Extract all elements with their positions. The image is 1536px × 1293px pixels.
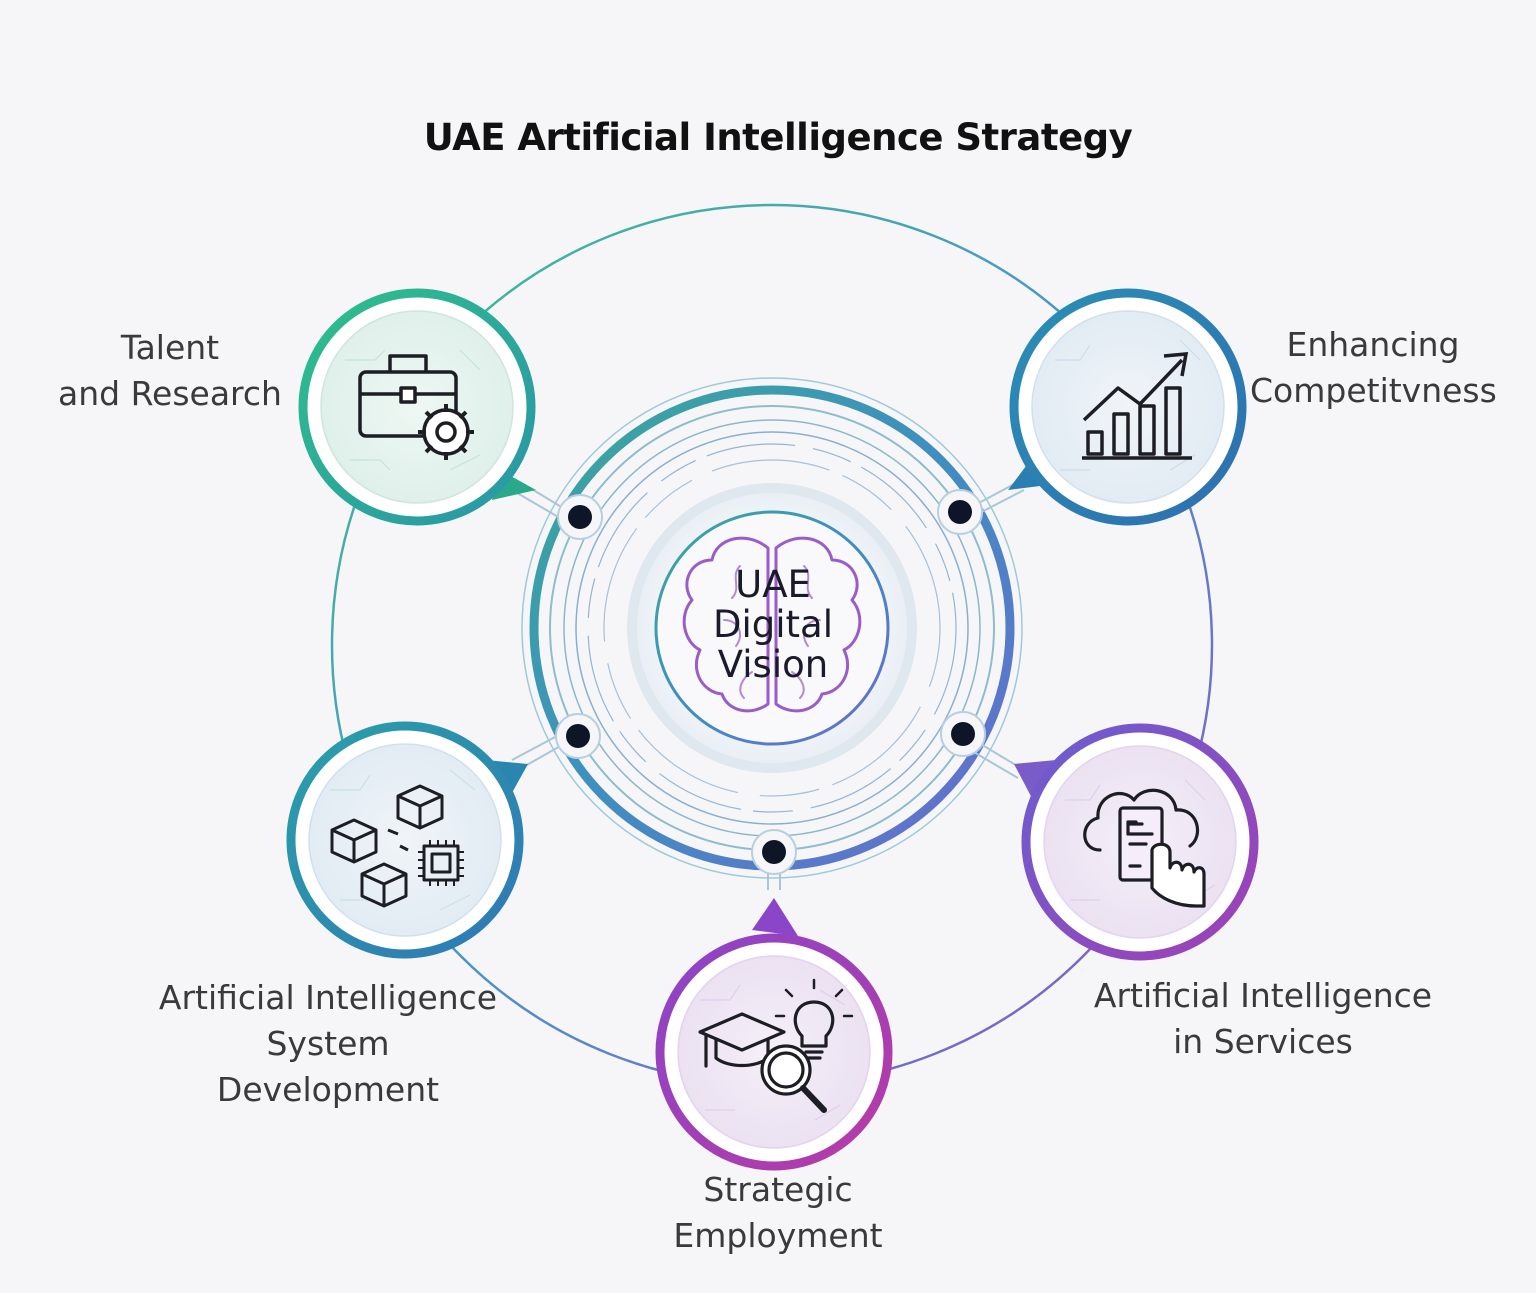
label-line: Competitvness	[1250, 371, 1497, 410]
blocks-chip-icon	[330, 784, 464, 908]
label-talent-research: Talent and Research	[52, 325, 288, 417]
hub-dot	[751, 829, 797, 875]
cloud-document-hand-icon	[1083, 788, 1206, 908]
center-vision-label: UAE Digital Vision	[668, 565, 878, 685]
label-ai-system-development: Artificial Intelligence System Developme…	[150, 975, 506, 1113]
label-line: Strategic	[703, 1170, 853, 1209]
node-talent-research	[298, 288, 536, 526]
hub-dot	[555, 713, 601, 759]
node-ai-in-services	[1014, 723, 1259, 961]
hub-dot	[557, 494, 603, 540]
label-line: Artificial Intelligence	[158, 978, 498, 1017]
hub-dot	[937, 489, 983, 535]
label-line: and Research	[58, 374, 282, 413]
label-enhancing-competitiveness: Enhancing Competitvness	[1250, 322, 1497, 414]
page-title: UAE Artificial Intelligence Strategy	[423, 116, 1133, 159]
center-line: UAE	[735, 563, 811, 606]
node-enhancing-competitiveness	[1008, 288, 1247, 526]
label-line: System	[266, 1024, 390, 1063]
label-ai-in-services: Artificial Intelligence in Services	[1090, 973, 1436, 1065]
label-line: Enhancing	[1286, 325, 1460, 364]
brain-icon	[682, 536, 862, 713]
node-ai-system-development	[286, 721, 528, 959]
node-strategic-employment	[655, 898, 893, 1171]
graduation-search-bulb-icon	[698, 978, 854, 1113]
hub-dot	[940, 711, 986, 757]
label-line: in Services	[1173, 1022, 1353, 1061]
label-strategic-employment: Strategic Employment	[640, 1167, 916, 1259]
label-line: Talent	[120, 328, 220, 367]
center-line: Vision	[717, 643, 829, 686]
hub-dots	[555, 489, 986, 875]
center-line: Digital	[713, 603, 833, 646]
briefcase-gear-icon	[358, 354, 474, 460]
label-line: Development	[216, 1070, 440, 1109]
growth-chart-icon	[1082, 352, 1192, 460]
label-line: Employment	[673, 1216, 883, 1255]
label-line: Artificial Intelligence	[1093, 976, 1433, 1015]
